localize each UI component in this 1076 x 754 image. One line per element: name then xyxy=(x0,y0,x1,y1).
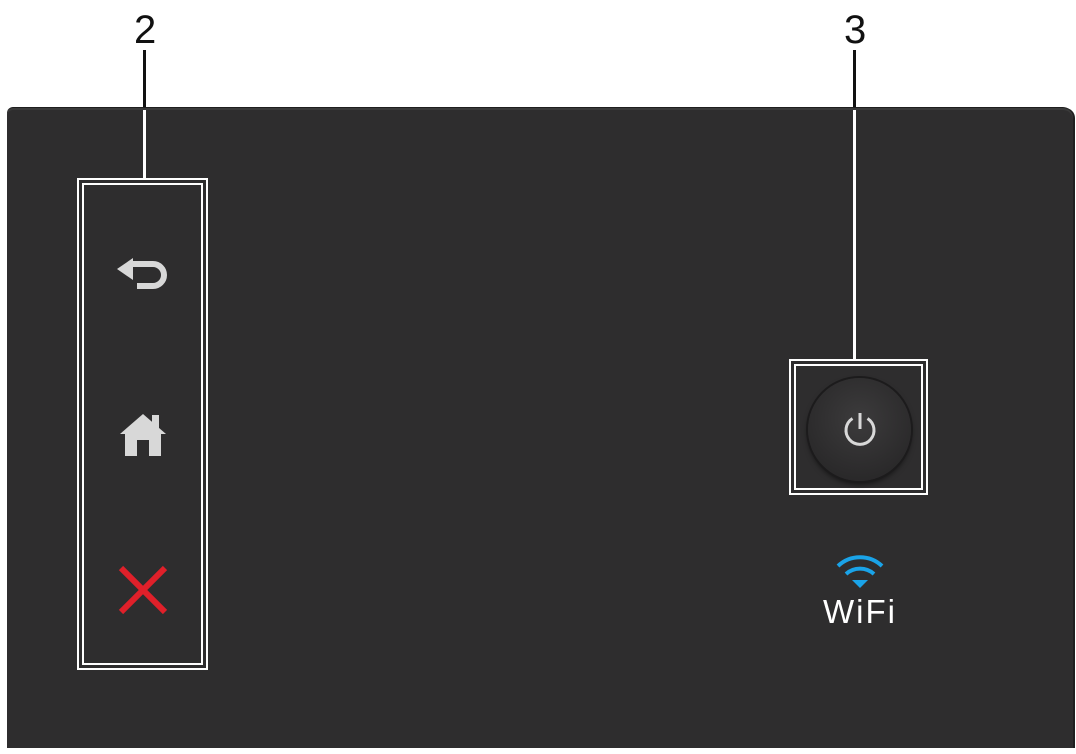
leader-line-2 xyxy=(143,110,146,180)
wifi-indicator: WiFi xyxy=(810,552,910,632)
cancel-button[interactable] xyxy=(108,555,178,625)
wifi-label: WiFi xyxy=(823,593,897,630)
callout-number-3: 3 xyxy=(844,8,867,52)
power-button[interactable] xyxy=(808,378,911,481)
leader-line-3 xyxy=(853,110,856,360)
home-icon xyxy=(120,414,166,456)
wifi-signal-icon xyxy=(836,555,884,588)
callout-number-2: 2 xyxy=(134,8,157,52)
power-button-frame xyxy=(789,359,928,495)
home-button[interactable] xyxy=(108,400,178,470)
back-button[interactable] xyxy=(108,240,178,310)
leader-line-3-top xyxy=(853,50,856,110)
touch-keys-frame xyxy=(77,178,208,670)
leader-line-2-top xyxy=(143,50,146,110)
back-arrow-icon xyxy=(117,258,167,289)
power-icon xyxy=(844,412,875,446)
x-cancel-icon xyxy=(118,565,168,615)
